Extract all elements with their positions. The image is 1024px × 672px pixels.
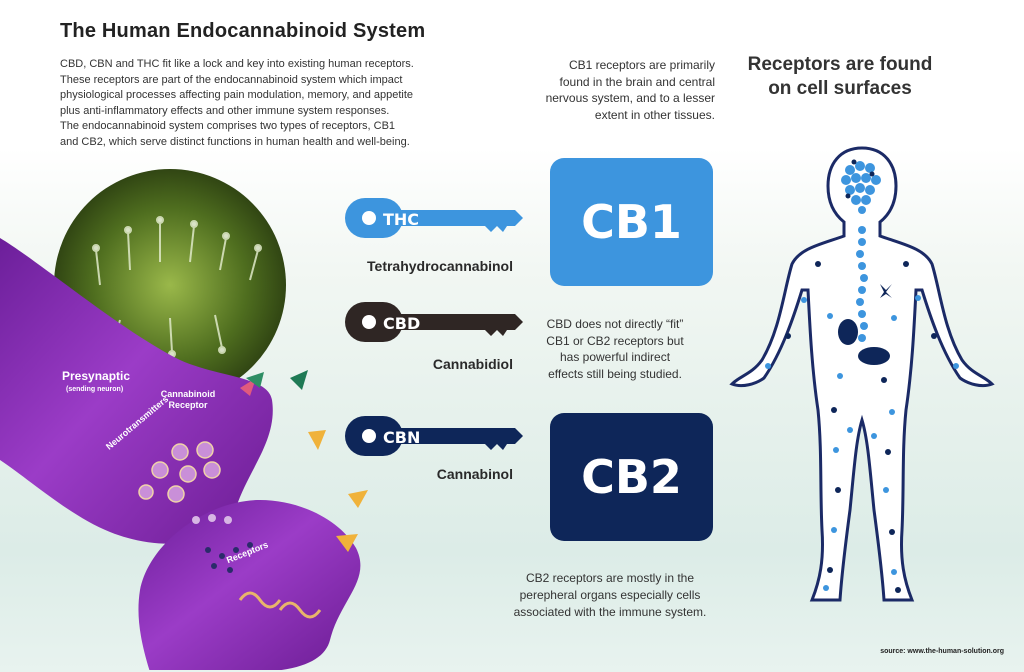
intro-line: The endocannabinoid system comprises two… <box>60 120 396 133</box>
cannabinoid-molecule-icon <box>308 430 326 450</box>
receptors-heading-line: on cell surfaces <box>768 78 912 99</box>
neurotransmitter-vesicles <box>138 441 221 503</box>
cb2-note-line: associated with the immune system. <box>513 605 707 619</box>
intro-line: and CB2, which serve distinct functions … <box>60 135 410 148</box>
cbd-note-line: has powerful indirect <box>559 350 671 364</box>
body-outline <box>729 146 995 602</box>
cannabinoid-receptor-line: Cannabinoid <box>160 389 216 399</box>
cbd-note-line: effects still being studied. <box>548 366 682 381</box>
cannabinoid-molecule-icon <box>240 378 256 396</box>
cbd-key: CBD Cannabidiol <box>345 300 525 380</box>
cbn-abbreviation: CBN <box>383 428 421 447</box>
cb1-description: CB1 receptors are primarily found in the… <box>520 57 715 123</box>
cbd-note-line: CBD does not directly “fit” <box>546 317 684 331</box>
neuron-illustration <box>0 169 368 670</box>
cbd-description: CBD does not directly “fit” CB1 or CB2 r… <box>530 316 700 382</box>
organ-icon <box>838 319 858 345</box>
thc-full-name: Tetrahydrocannabinol <box>367 258 513 274</box>
source-credit: source: www.the-human-solution.org <box>880 648 1004 655</box>
trichome-strands <box>92 216 262 358</box>
human-body-illustration <box>729 146 995 602</box>
synaptic-cleft-vesicles <box>192 514 232 524</box>
sending-neuron-label: (sending neuron) <box>66 386 124 393</box>
cannabinoid-molecule-icon <box>336 534 358 552</box>
thc-key: THC Tetrahydrocannabinol <box>345 196 525 276</box>
intro-paragraph: CBD, CBN and THC fit like a lock and key… <box>60 57 460 151</box>
cb1-note-line: nervous system, and to a lesser <box>545 91 715 105</box>
cannabinoid-receptor-label: Cannabinoid Receptor <box>158 389 218 411</box>
brain-receptor-cluster <box>841 161 881 214</box>
cb2-note-line: CB2 receptors are mostly in the <box>525 571 695 585</box>
cb1-receptor-box: CB1 <box>550 158 713 286</box>
cb2-description: CB2 receptors are mostly in the perepher… <box>500 570 720 621</box>
receptors-heading: Receptors are found on cell surfaces <box>740 53 940 101</box>
cbn-full-name: Cannabinol <box>436 466 513 482</box>
postsynaptic-neuron <box>138 500 361 670</box>
intro-line: plus anti-inflammatory effects and other… <box>60 104 390 117</box>
receptor-proteins <box>238 591 322 619</box>
page-title: The Human Endocannabinoid System <box>60 20 426 42</box>
intro-line: These receptors are part of the endocann… <box>60 73 403 86</box>
key-icon <box>345 302 523 342</box>
cb2-note-line: perepheral organs especially cells <box>519 588 701 602</box>
thc-abbreviation: THC <box>383 210 420 229</box>
presynaptic-label: Presynaptic <box>62 369 131 383</box>
key-icon <box>345 198 523 238</box>
organ-icon <box>858 347 890 365</box>
cbd-full-name: Cannabidiol <box>432 356 513 372</box>
intro-line: physiological processes affecting pain m… <box>60 89 414 102</box>
spinal-receptor-dots <box>856 226 868 342</box>
cb1-note-line: found in the brain and central <box>559 74 715 89</box>
cb2-receptor-box: CB2 <box>550 413 713 541</box>
cb1-note-line: CB1 receptors are primarily <box>568 58 715 72</box>
cb1-note-line: extent in other tissues. <box>594 107 715 122</box>
cannabinoid-molecule-icon <box>246 372 264 388</box>
key-icon <box>345 416 523 456</box>
cbd-note-line: CB1 or CB2 receptors but <box>546 333 684 348</box>
peripheral-receptor-dots <box>765 261 959 593</box>
brain-receptor-dark-dots <box>845 159 875 199</box>
cbd-abbreviation: CBD <box>383 314 421 333</box>
intro-line: CBD, CBN and THC fit like a lock and key… <box>60 58 414 70</box>
cbn-key: CBN Cannabinol <box>345 414 525 494</box>
postsynaptic-receptor-dots <box>205 542 253 573</box>
cannabinoid-molecule-icon <box>348 490 368 508</box>
receptors-heading-line: Receptors are found <box>747 54 933 75</box>
cannabinoid-receptor-line: Receptor <box>168 400 208 410</box>
cannabinoid-molecule-icon <box>290 370 308 390</box>
organ-icon <box>880 284 892 298</box>
